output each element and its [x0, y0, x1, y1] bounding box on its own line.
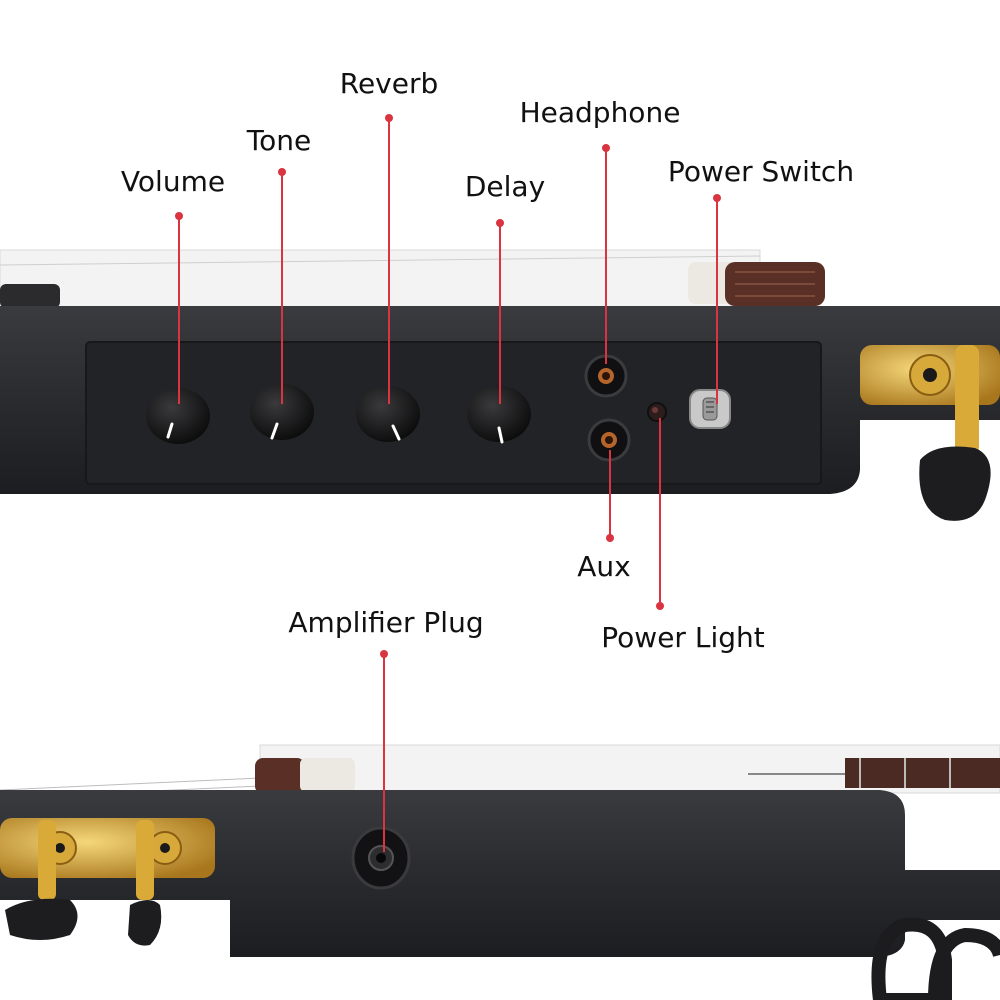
aux-jack[interactable]	[587, 418, 631, 462]
label-reverb: Reverb	[339, 67, 439, 100]
label-volume: Volume	[120, 165, 226, 198]
tuner-post	[38, 820, 56, 900]
knob-tone[interactable]	[250, 384, 314, 440]
leader-dot-power-light	[656, 602, 664, 610]
leader-dot-tone	[278, 168, 286, 176]
tuner-button	[919, 446, 991, 521]
label-tone: Tone	[246, 124, 312, 157]
power-switch[interactable]	[689, 389, 731, 429]
label-aux: Aux	[577, 550, 631, 583]
top-fretboard	[0, 249, 761, 309]
leader-dot-amplifier-plug	[380, 650, 388, 658]
leader-lines	[175, 114, 721, 852]
label-headphone: Headphone	[519, 96, 681, 129]
tuner-plate	[0, 818, 215, 878]
leader-dot-delay	[496, 219, 504, 227]
bottom-tuner-assembly	[0, 818, 215, 946]
top-tuner-assembly	[860, 345, 1000, 521]
leader-dot-power-switch	[713, 194, 721, 202]
tuner-button	[128, 900, 162, 946]
tuner-post	[136, 820, 154, 900]
leader-dot-volume	[175, 212, 183, 220]
headphone-jack[interactable]	[584, 354, 628, 398]
rotary-knob-icon	[356, 386, 420, 442]
bottom-body-shell	[0, 790, 1000, 957]
label-delay: Delay	[464, 170, 546, 203]
control-panel	[85, 341, 822, 485]
bottom-neck	[845, 758, 1000, 788]
bottom-guitar-body	[0, 744, 1000, 1000]
tuner-post	[955, 345, 979, 455]
top-left-nut	[0, 284, 60, 308]
label-amplifier-plug: Amplifier Plug	[288, 606, 484, 639]
power-light	[647, 402, 667, 422]
knob-volume[interactable]	[146, 388, 210, 444]
rotary-knob-icon	[250, 384, 314, 440]
label-power-light: Power Light	[601, 621, 765, 654]
knob-reverb[interactable]	[356, 386, 420, 442]
tuner-button	[5, 898, 78, 940]
rotary-knob-icon	[146, 388, 210, 444]
label-power-switch: Power Switch	[667, 155, 855, 188]
amplifier-plug-jack[interactable]	[351, 826, 411, 890]
bottom-bridge-saddle	[300, 758, 355, 792]
rotary-knob-icon	[467, 386, 531, 442]
knob-delay[interactable]	[467, 386, 531, 444]
leader-dot-headphone	[602, 144, 610, 152]
leader-dot-aux	[606, 534, 614, 542]
leader-dot-reverb	[385, 114, 393, 122]
bottom-bridge-wood	[255, 758, 305, 794]
